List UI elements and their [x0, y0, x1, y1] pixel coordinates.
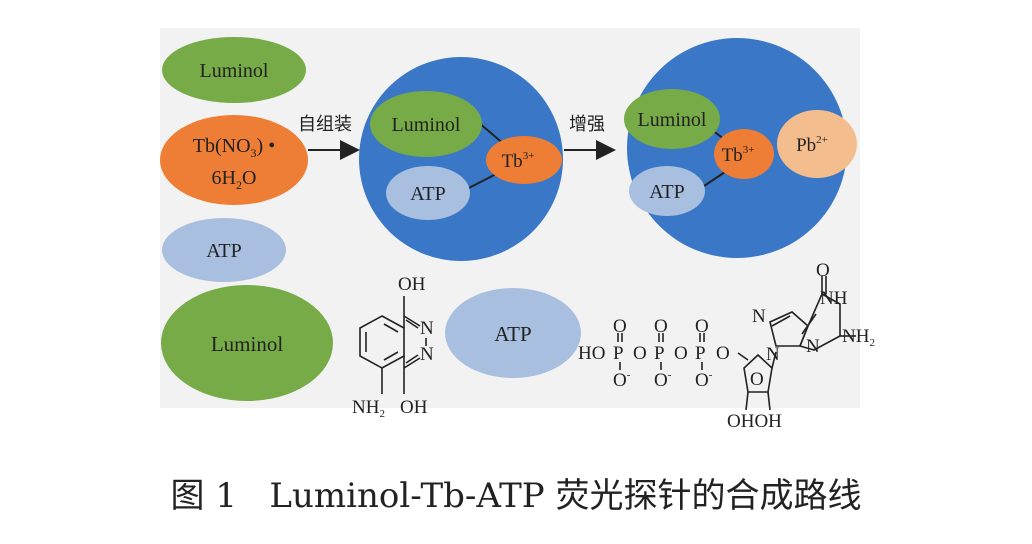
atp-p1: P	[613, 343, 624, 364]
atp-in-complex-1	[386, 166, 470, 220]
luminol-n-upper: N	[420, 318, 434, 339]
atp-in-complex-2-label: ATP	[649, 181, 685, 203]
atp-large	[445, 288, 581, 378]
atp-o-top3: O	[695, 316, 709, 337]
pb-ion-label: Pb2+	[796, 134, 828, 156]
atp-n-purine-left: N	[752, 306, 766, 327]
tb-ion-2	[714, 129, 774, 179]
atp-reactant	[162, 218, 286, 282]
luminol-n-lower: N	[420, 344, 434, 365]
enhance-label: 增强	[569, 114, 605, 135]
luminol-in-complex-1-label: Luminol	[392, 114, 461, 136]
atp-p2: P	[654, 343, 665, 364]
atp-large-label: ATP	[494, 322, 531, 346]
atp-o-link2: O	[674, 343, 688, 364]
atp-o-ring: O	[750, 369, 764, 390]
luminol-nh2: NH2	[352, 397, 385, 420]
luminol-oh-top: OH	[398, 274, 426, 295]
atp-in-complex-1-label: ATP	[410, 183, 446, 205]
luminol-reactant	[162, 37, 306, 103]
tb-nitrate-reactant	[160, 115, 308, 205]
tb-ion-2-label: Tb3+	[722, 144, 755, 166]
tb-nitrate-label-line2: 6H2O	[212, 167, 257, 192]
atp-oxo: O	[816, 260, 830, 281]
atp-reactant-label: ATP	[206, 240, 242, 262]
atp-o-link3: O	[716, 343, 730, 364]
luminol-reactant-label: Luminol	[200, 60, 269, 82]
luminol-oh-bottom: OH	[400, 397, 428, 418]
atp-o-minus3: O-	[695, 369, 713, 391]
luminol-in-complex-2-label: Luminol	[638, 109, 707, 131]
figure-caption: 图 1 Luminol-Tb-ATP 荧光探针的合成路线	[170, 476, 862, 516]
luminol-in-complex-2	[624, 89, 720, 149]
atp-o-minus1: O-	[613, 369, 631, 391]
atp-o-minus2: O-	[654, 369, 672, 391]
tb-nitrate-label-line1: Tb(NO3) •	[193, 135, 275, 160]
atp-in-complex-2	[629, 166, 705, 216]
self-assembly-label: 自组装	[298, 114, 352, 135]
pb-ion	[777, 110, 857, 178]
atp-nh2: NH2	[842, 326, 875, 349]
atp-ho: HO	[578, 343, 605, 364]
atp-o-top1: O	[613, 316, 627, 337]
luminol-structure	[359, 296, 427, 394]
atp-o-link1: O	[633, 343, 647, 364]
atp-structure: HO P O P O P O O O O O- O- O- O N N N O …	[578, 260, 875, 432]
atp-ohoh: OHOH	[727, 411, 782, 432]
atp-n-purine-bottom: N	[766, 344, 780, 365]
tb-ion-1	[486, 136, 562, 184]
atp-o-top2: O	[654, 316, 668, 337]
tb-ion-1-label: Tb3+	[502, 150, 535, 172]
atp-nh: NH	[820, 288, 848, 309]
atp-n-purine-right: N	[806, 336, 820, 357]
luminol-large-label: Luminol	[211, 332, 283, 356]
luminol-large	[161, 285, 333, 401]
atp-p3: P	[695, 343, 706, 364]
luminol-in-complex-1	[370, 91, 482, 157]
